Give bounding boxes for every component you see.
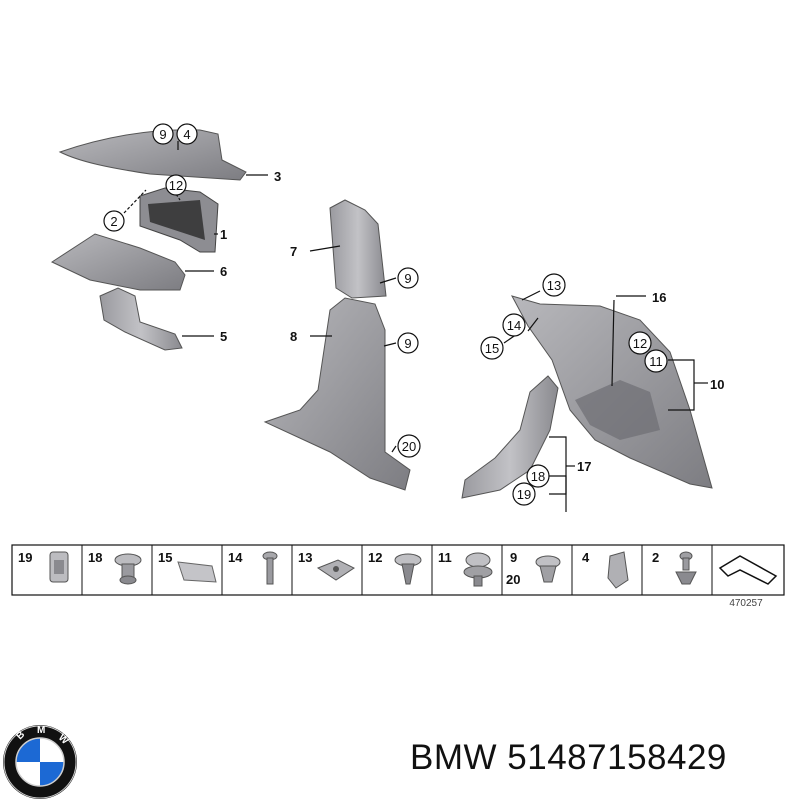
- cap-15-icon: [177, 561, 217, 583]
- bmw-logo: B M W: [3, 725, 77, 799]
- callout-15-right: 15: [480, 336, 504, 360]
- svg-text:9: 9: [404, 336, 411, 351]
- screw-2-icon: [675, 551, 697, 585]
- strip-num-19: 19: [18, 550, 32, 565]
- rivet-9-20-icon: [535, 555, 561, 583]
- part-5-trim: [99, 287, 183, 351]
- clip-4-icon: [607, 551, 629, 589]
- leader-lines-middle: [309, 245, 397, 453]
- callout-13-right: 13: [542, 273, 566, 297]
- callout-12-right: 12: [628, 331, 652, 355]
- footer-part-number: BMW 51487158429: [410, 738, 790, 778]
- reference-number: 470257: [729, 598, 763, 609]
- strip-num-11: 11: [438, 550, 452, 565]
- strip-num-20: 20: [506, 572, 520, 587]
- callout-4-top: 4: [176, 123, 198, 145]
- label-7: 7: [290, 244, 297, 259]
- callout-18-right: 18: [526, 464, 550, 488]
- strip-num-14: 14: [228, 550, 243, 565]
- reference-arrow-icon: [718, 555, 778, 585]
- svg-text:19: 19: [517, 487, 531, 502]
- svg-text:2: 2: [110, 214, 117, 229]
- callout-19-right: 19: [512, 482, 536, 506]
- svg-text:9: 9: [159, 127, 166, 142]
- label-10: 10: [710, 377, 724, 392]
- rivet-11-icon: [463, 552, 493, 587]
- label-5: 5: [220, 329, 227, 344]
- svg-text:12: 12: [169, 178, 183, 193]
- strip-num-4: 4: [582, 550, 590, 565]
- clip-19-icon: [49, 551, 69, 583]
- screw-14-icon: [262, 551, 278, 585]
- svg-text:M: M: [37, 725, 45, 736]
- footer-number: 51487158429: [507, 738, 727, 777]
- svg-text:4: 4: [183, 127, 190, 142]
- svg-text:9: 9: [404, 271, 411, 286]
- svg-text:15: 15: [485, 341, 499, 356]
- footer-brand: BMW: [410, 738, 498, 777]
- callout-9-pillar-upper: 9: [397, 267, 419, 289]
- svg-text:13: 13: [547, 278, 561, 293]
- label-1: 1: [220, 227, 227, 242]
- parts-strip: 19 18 15 14 13 12 11 9 20 4 2: [11, 544, 785, 596]
- part-17-pillar-trim: [461, 375, 559, 499]
- part-7-pillar-upper: [329, 199, 387, 299]
- part-6-trim: [50, 233, 186, 291]
- label-6: 6: [220, 264, 227, 279]
- label-3: 3: [274, 169, 281, 184]
- strip-num-13: 13: [298, 550, 312, 565]
- strip-num-15: 15: [158, 550, 172, 565]
- strip-num-2: 2: [652, 550, 659, 565]
- strip-num-12: 12: [368, 550, 382, 565]
- callout-14-right: 14: [502, 313, 526, 337]
- svg-text:18: 18: [531, 469, 545, 484]
- svg-text:12: 12: [633, 336, 647, 351]
- part-1-bracket: [139, 187, 219, 253]
- strip-num-9: 9: [510, 550, 517, 565]
- label-8: 8: [290, 329, 297, 344]
- push-rivet-18-icon: [114, 553, 142, 585]
- svg-text:20: 20: [402, 439, 416, 454]
- svg-text:14: 14: [507, 318, 521, 333]
- part-10-quarter-trim: [511, 295, 713, 489]
- part-3-trim: [58, 129, 247, 181]
- callout-9-pillar-lower: 9: [397, 332, 419, 354]
- callout-20-pillar: 20: [397, 434, 421, 458]
- svg-text:11: 11: [649, 354, 663, 369]
- callout-9-top: 9: [152, 123, 174, 145]
- rivet-12-icon: [394, 553, 422, 585]
- strip-num-18: 18: [88, 550, 102, 565]
- clip-nut-13-icon: [316, 559, 355, 581]
- callout-11-right: 11: [644, 349, 668, 373]
- label-16: 16: [652, 290, 666, 305]
- callout-12-left: 12: [165, 174, 187, 196]
- label-17: 17: [577, 459, 591, 474]
- part-8-pillar-lower: [263, 297, 411, 491]
- callout-2-left: 2: [103, 210, 125, 232]
